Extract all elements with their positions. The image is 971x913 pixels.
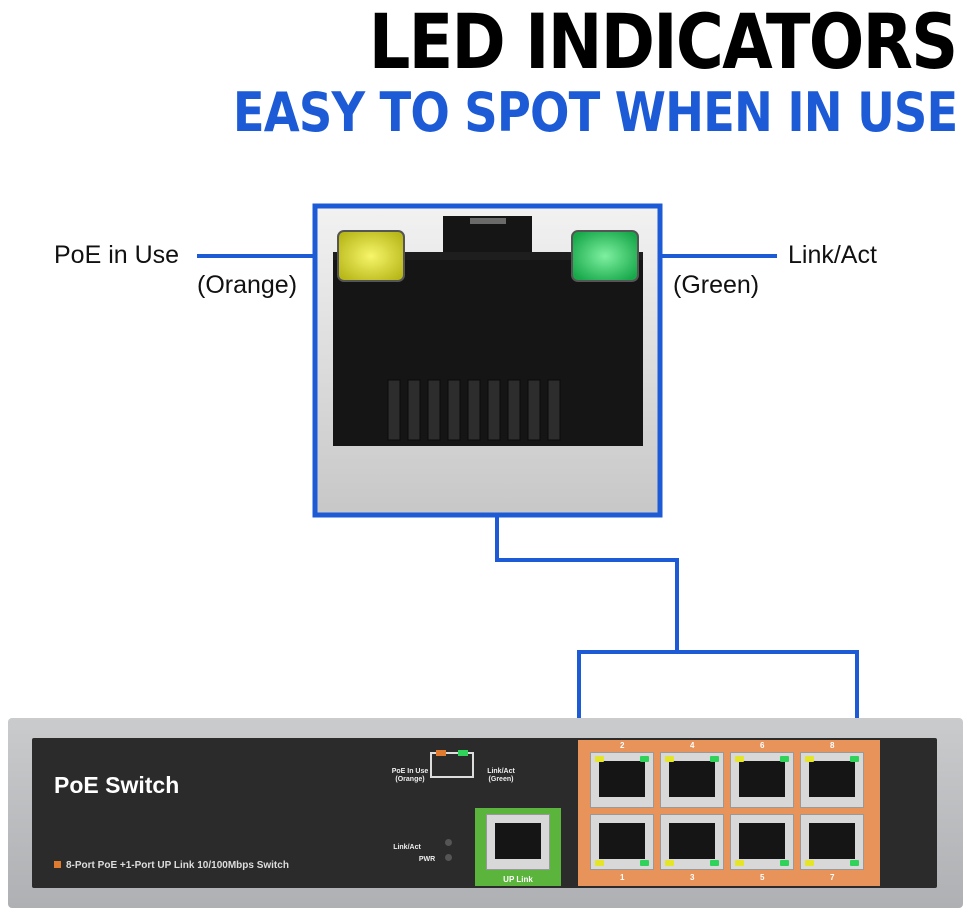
legend-poe-label: PoE In Use (Orange): [391, 768, 429, 783]
poe-port-8[interactable]: [800, 752, 864, 808]
uplink-label: UP Link: [503, 875, 533, 884]
poe-switch: PoE Switch 8-Port PoE +1-Port UP Link 10…: [8, 718, 963, 908]
poe-led: [337, 230, 405, 282]
port-number-8: 8: [830, 741, 835, 750]
poe-port-1[interactable]: [590, 814, 654, 870]
port-number-2: 2: [620, 741, 625, 750]
port-number-1: 1: [620, 873, 625, 882]
power-led: [445, 854, 452, 861]
poe-port-7[interactable]: [800, 814, 864, 870]
uplink-status-led: [445, 839, 452, 846]
switch-model-text: 8-Port PoE +1-Port UP Link 10/100Mbps Sw…: [66, 860, 289, 871]
port-number-4: 4: [690, 741, 695, 750]
uplink-port-panel: UP Link: [475, 808, 561, 886]
port-number-7: 7: [830, 873, 835, 882]
switch-brand: PoE Switch: [54, 772, 180, 798]
port-number-6: 6: [760, 741, 765, 750]
uplink-port[interactable]: [486, 814, 550, 870]
poe-port-5[interactable]: [730, 814, 794, 870]
uplink-led-label: Link/Act: [393, 844, 421, 851]
pwr-label: PWR: [418, 856, 436, 863]
connector-line: [495, 517, 679, 652]
switch-model: 8-Port PoE +1-Port UP Link 10/100Mbps Sw…: [54, 860, 289, 871]
link-led: [571, 230, 639, 282]
port-number-5: 5: [760, 873, 765, 882]
poe-port-2[interactable]: [590, 752, 654, 808]
legend-link-label: Link/Act (Green): [487, 768, 515, 783]
led-legend-icon: [430, 750, 474, 778]
switch-front-panel: PoE Switch 8-Port PoE +1-Port UP Link 10…: [32, 738, 937, 888]
poe-port-3[interactable]: [660, 814, 724, 870]
link-act-label: Link/Act: [788, 241, 877, 269]
poe-port-panel: 2 4 6 8 1 3 5 7: [578, 740, 880, 886]
page-title: LED INDICATORS: [369, 0, 959, 86]
port-bracket: [577, 650, 859, 718]
poe-port-6[interactable]: [730, 752, 794, 808]
model-marker-icon: [54, 861, 61, 868]
page-subtitle: EASY TO SPOT WHEN IN USE: [232, 81, 958, 144]
poe-in-use-label: PoE in Use: [54, 241, 180, 269]
poe-color-label: (Orange): [197, 271, 298, 299]
port-number-3: 3: [690, 873, 695, 882]
link-color-label: (Green): [673, 271, 760, 299]
poe-port-4[interactable]: [660, 752, 724, 808]
contact-pins: [387, 379, 561, 441]
